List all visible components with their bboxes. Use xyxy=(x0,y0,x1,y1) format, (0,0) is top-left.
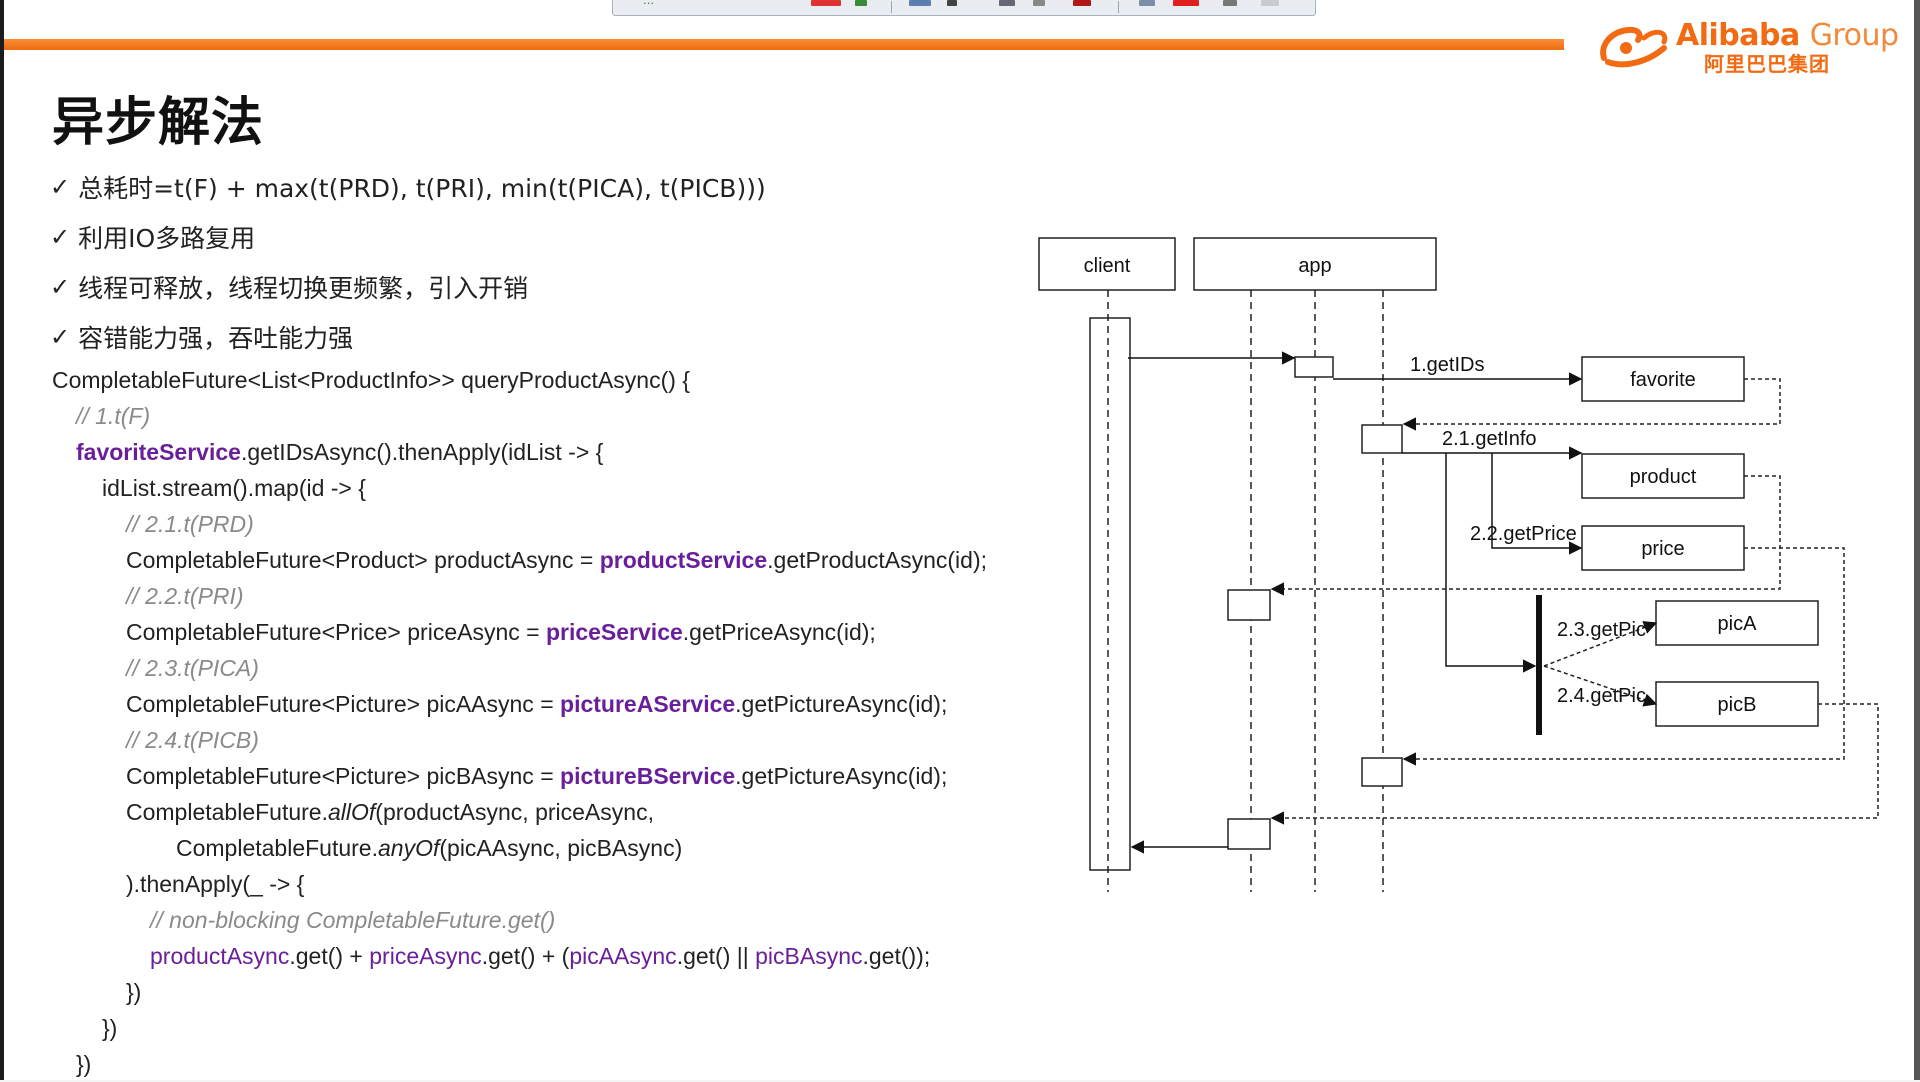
code-line: CompletableFuture<Product> productAsync … xyxy=(126,547,988,573)
product-label: product xyxy=(1630,466,1697,488)
alibaba-group-logo: Alibaba Group 阿里巴巴集团 xyxy=(1598,18,1899,76)
price-label: price xyxy=(1641,538,1684,560)
pen-icon[interactable] xyxy=(947,0,957,6)
bullet-text: 容错能力强，吞吐能力强 xyxy=(78,324,354,353)
rectangle-icon[interactable] xyxy=(999,0,1015,6)
more-icon[interactable] xyxy=(1261,0,1279,6)
code-comment: // 2.2.t(PRI) xyxy=(126,583,244,609)
header-accent-bar xyxy=(4,39,1564,50)
app-activation-box xyxy=(1227,818,1271,850)
logo-brand: Alibaba xyxy=(1676,18,1800,53)
settings-icon[interactable] xyxy=(855,0,867,6)
bullet-item: ✓ 容错能力强，吞吐能力强 xyxy=(50,312,766,362)
client-label: client xyxy=(1084,255,1131,277)
toolbar-separator xyxy=(1118,1,1119,13)
pointer-icon[interactable] xyxy=(909,0,931,6)
bullet-list: ✓ 总耗时=t(F) + max(t(PRD), t(PRI), min(t(P… xyxy=(50,162,766,362)
fork-arrow xyxy=(1445,453,1537,673)
logo-group: Group xyxy=(1809,18,1899,53)
app-label: app xyxy=(1298,255,1331,277)
code-line: CompletableFuture<List<ProductInfo>> que… xyxy=(52,367,690,393)
logo-chinese-text: 阿里巴巴集团 xyxy=(1704,52,1830,76)
bullet-text: 利用IO多路复用 xyxy=(78,224,256,253)
circle-icon[interactable] xyxy=(1033,0,1045,6)
product-return-arrow xyxy=(1270,475,1781,596)
code-line: CompletableFuture.anyOf(picAAsync, picBA… xyxy=(176,835,683,861)
code-line: CompletableFuture<Picture> picBAsync = p… xyxy=(126,763,948,789)
code-line: }) xyxy=(76,1051,92,1077)
speaker-icon[interactable] xyxy=(1223,0,1237,6)
code-line: CompletableFuture<Price> priceAsync = pr… xyxy=(126,619,876,645)
code-comment: // non-blocking CompletableFuture.get() xyxy=(150,907,556,933)
color-icon[interactable] xyxy=(1073,0,1091,6)
app-activation-box xyxy=(1294,356,1334,378)
picb-dashed-arrow xyxy=(1543,665,1658,707)
favorite-service-box xyxy=(1581,356,1745,402)
code-comment: // 1.t(F) xyxy=(76,403,151,429)
bullet-item: ✓ 利用IO多路复用 xyxy=(50,212,766,262)
price-service-box xyxy=(1581,525,1745,571)
price-return-arrow xyxy=(1402,547,1845,766)
getids-message-label: 1.getIDs xyxy=(1410,354,1484,376)
code-line: CompletableFuture.allOf(productAsync, pr… xyxy=(126,799,654,825)
undo-icon[interactable] xyxy=(1139,0,1155,6)
favorite-return-arrow xyxy=(1402,378,1781,431)
toolbar-separator xyxy=(891,1,892,13)
pica-label: picA xyxy=(1718,613,1758,635)
getprice-message-label: 2.2.getPrice xyxy=(1470,523,1577,545)
alibaba-smile-icon xyxy=(1600,26,1668,68)
code-line: idList.stream().map(id -> { xyxy=(102,475,366,501)
checkmark-icon: ✓ xyxy=(50,223,71,251)
fork-bar xyxy=(1536,595,1542,735)
app-activation-box xyxy=(1227,589,1271,621)
stop-icon[interactable] xyxy=(1173,0,1199,6)
client-participant-box xyxy=(1038,237,1176,291)
sequence-diagram: client app favorite product price picA p… xyxy=(1038,237,1879,892)
product-service-box xyxy=(1581,453,1745,499)
picb-return-arrow xyxy=(1270,703,1879,825)
picb-label: picB xyxy=(1718,694,1757,716)
app-activation-box xyxy=(1361,757,1403,787)
pica-dashed-arrow xyxy=(1543,621,1658,667)
code-comment: // 2.1.t(PRD) xyxy=(126,511,254,537)
toolbar-label: … xyxy=(643,0,654,7)
checkmark-icon: ✓ xyxy=(50,323,71,351)
record-icon[interactable] xyxy=(811,0,841,6)
checkmark-icon: ✓ xyxy=(50,173,71,201)
slide-title: 异步解法 xyxy=(52,93,265,153)
code-line: favoriteService.getIDsAsync().thenApply(… xyxy=(76,439,604,465)
code-line: }) xyxy=(126,979,142,1005)
checkmark-icon: ✓ xyxy=(50,273,71,301)
code-line: }) xyxy=(102,1015,118,1041)
code-block: CompletableFuture<List<ProductInfo>> que… xyxy=(52,362,987,1082)
app-participant-box xyxy=(1193,237,1437,291)
getpica-message-label: 2.3.getPic xyxy=(1557,619,1646,641)
code-comment: // 2.3.t(PICA) xyxy=(126,655,259,681)
getinfo-message-label: 2.1.getInfo xyxy=(1442,428,1537,450)
app-activation-box xyxy=(1361,424,1403,454)
favorite-label: favorite xyxy=(1630,369,1696,391)
bullet-text: 总耗时=t(F) + max(t(PRD), t(PRI), min(t(PIC… xyxy=(78,174,766,203)
code-comment: // 2.4.t(PICB) xyxy=(126,727,259,753)
getpicb-message-label: 2.4.getPic xyxy=(1557,685,1646,707)
bullet-item: ✓ 总耗时=t(F) + max(t(PRD), t(PRI), min(t(P… xyxy=(50,162,766,212)
logo-text: Alibaba Group xyxy=(1676,18,1899,53)
code-line: CompletableFuture<Picture> picAAsync = p… xyxy=(126,691,948,717)
code-line: ).thenApply(_ -> { xyxy=(126,871,305,897)
client-activation-bar xyxy=(1089,317,1131,871)
bullet-text: 线程可释放，线程切换更频繁，引入开销 xyxy=(78,274,529,303)
presenter-toolbar[interactable]: … xyxy=(612,0,1316,16)
getprice-arrow xyxy=(1491,453,1583,555)
window-left-edge xyxy=(0,0,4,1080)
window-right-edge xyxy=(1914,0,1920,1080)
bullet-item: ✓ 线程可释放，线程切换更频繁，引入开销 xyxy=(50,262,766,312)
code-line: productAsync.get() + priceAsync.get() + … xyxy=(150,943,931,969)
